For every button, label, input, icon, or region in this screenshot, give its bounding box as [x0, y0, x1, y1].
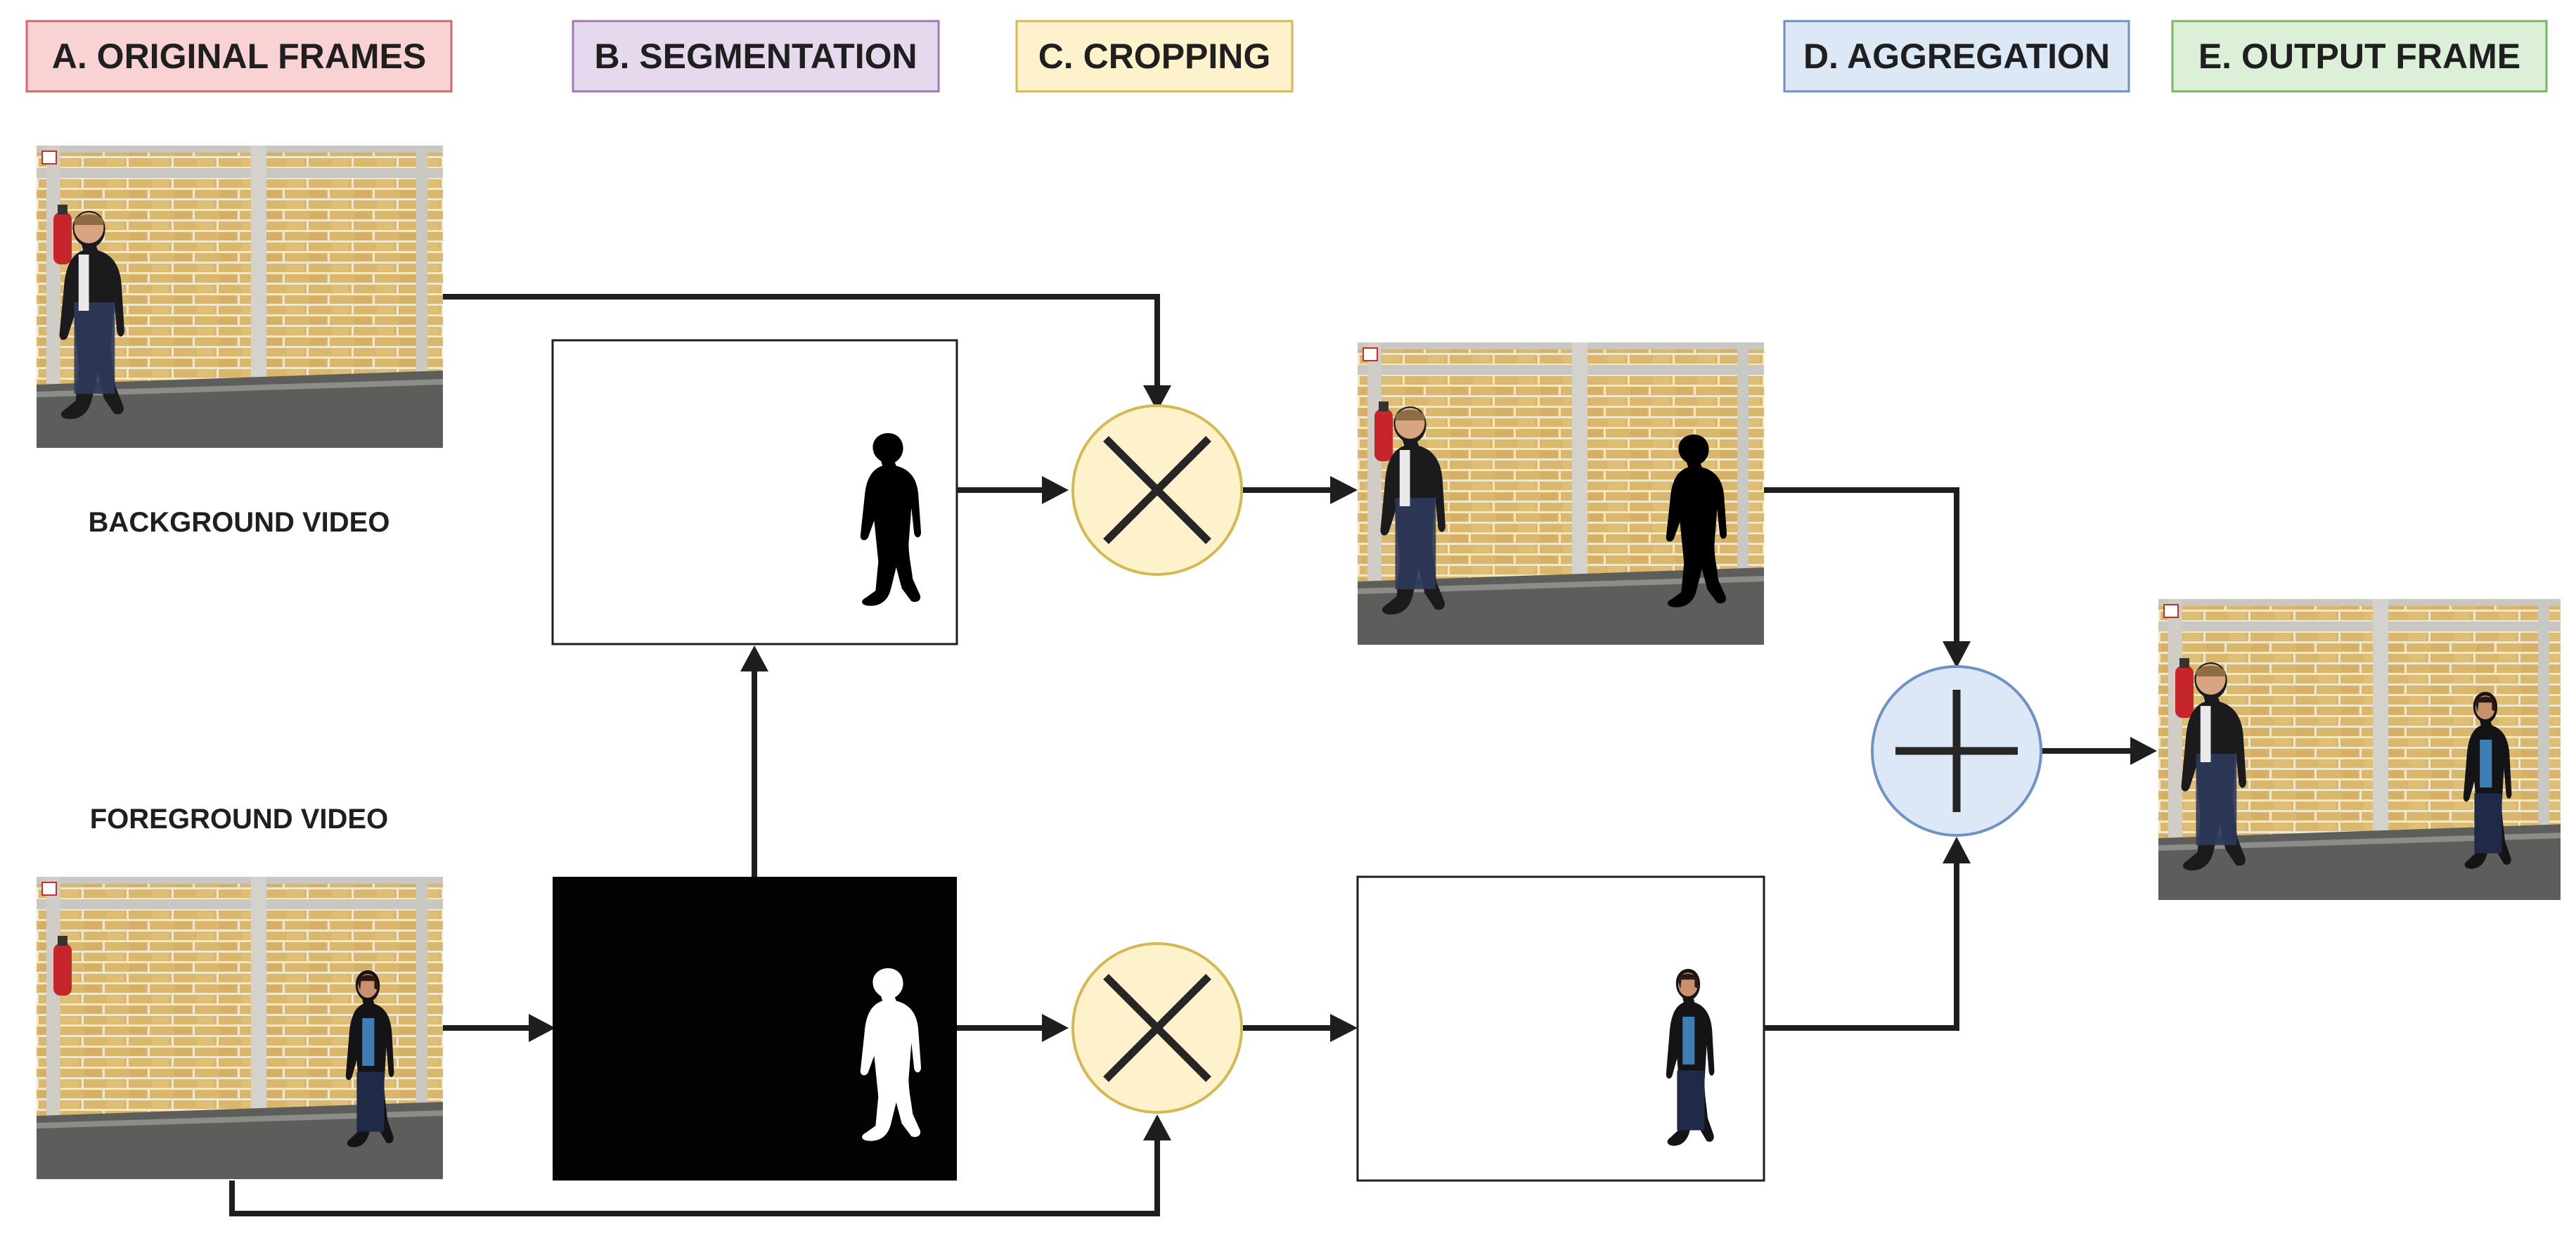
stage-badge-original-frames: A. ORIGINAL FRAMES	[25, 20, 453, 93]
arrow-foreground-to-multiply-bottom	[229, 1136, 1160, 1216]
background-video-frame	[37, 146, 443, 449]
stage-badge-aggregation: D. AGGREGATION	[1783, 20, 2130, 93]
multiply-icon	[1071, 942, 1243, 1114]
stage-badge-cropping: C. CROPPING	[1015, 20, 1294, 93]
multiply-icon	[1071, 404, 1243, 576]
connector-arrows	[229, 294, 2157, 1216]
output-frame	[2158, 599, 2561, 900]
stage-label-output-frame: E. OUTPUT FRAME	[2198, 37, 2520, 76]
stage-label-cropping: C. CROPPING	[1038, 37, 1271, 76]
stage-label-original-frames: A. ORIGINAL FRAMES	[52, 37, 426, 76]
inverted-mask-frame	[551, 339, 958, 645]
arrow-background-to-multiply-top	[443, 294, 1160, 390]
cropped-background-frame	[1358, 342, 1764, 645]
stage-badge-segmentation: B. SEGMENTATION	[572, 20, 940, 93]
cropped-foreground-frame	[1356, 875, 1765, 1182]
stage-label-segmentation: B. SEGMENTATION	[594, 37, 917, 76]
stage-label-aggregation: D. AGGREGATION	[1803, 37, 2110, 76]
segmentation-mask-frame	[553, 877, 957, 1181]
arrow-cropped-foreground-to-plus	[1764, 858, 1959, 1031]
foreground-video-label: FOREGROUND VIDEO	[90, 804, 388, 835]
background-video-label: BACKGROUND VIDEO	[89, 507, 390, 538]
plus-icon	[1871, 665, 2042, 837]
arrow-cropped-background-to-plus	[1764, 487, 1959, 647]
stage-badge-output-frame: E. OUTPUT FRAME	[2171, 20, 2548, 93]
foreground-video-frame	[37, 877, 443, 1180]
